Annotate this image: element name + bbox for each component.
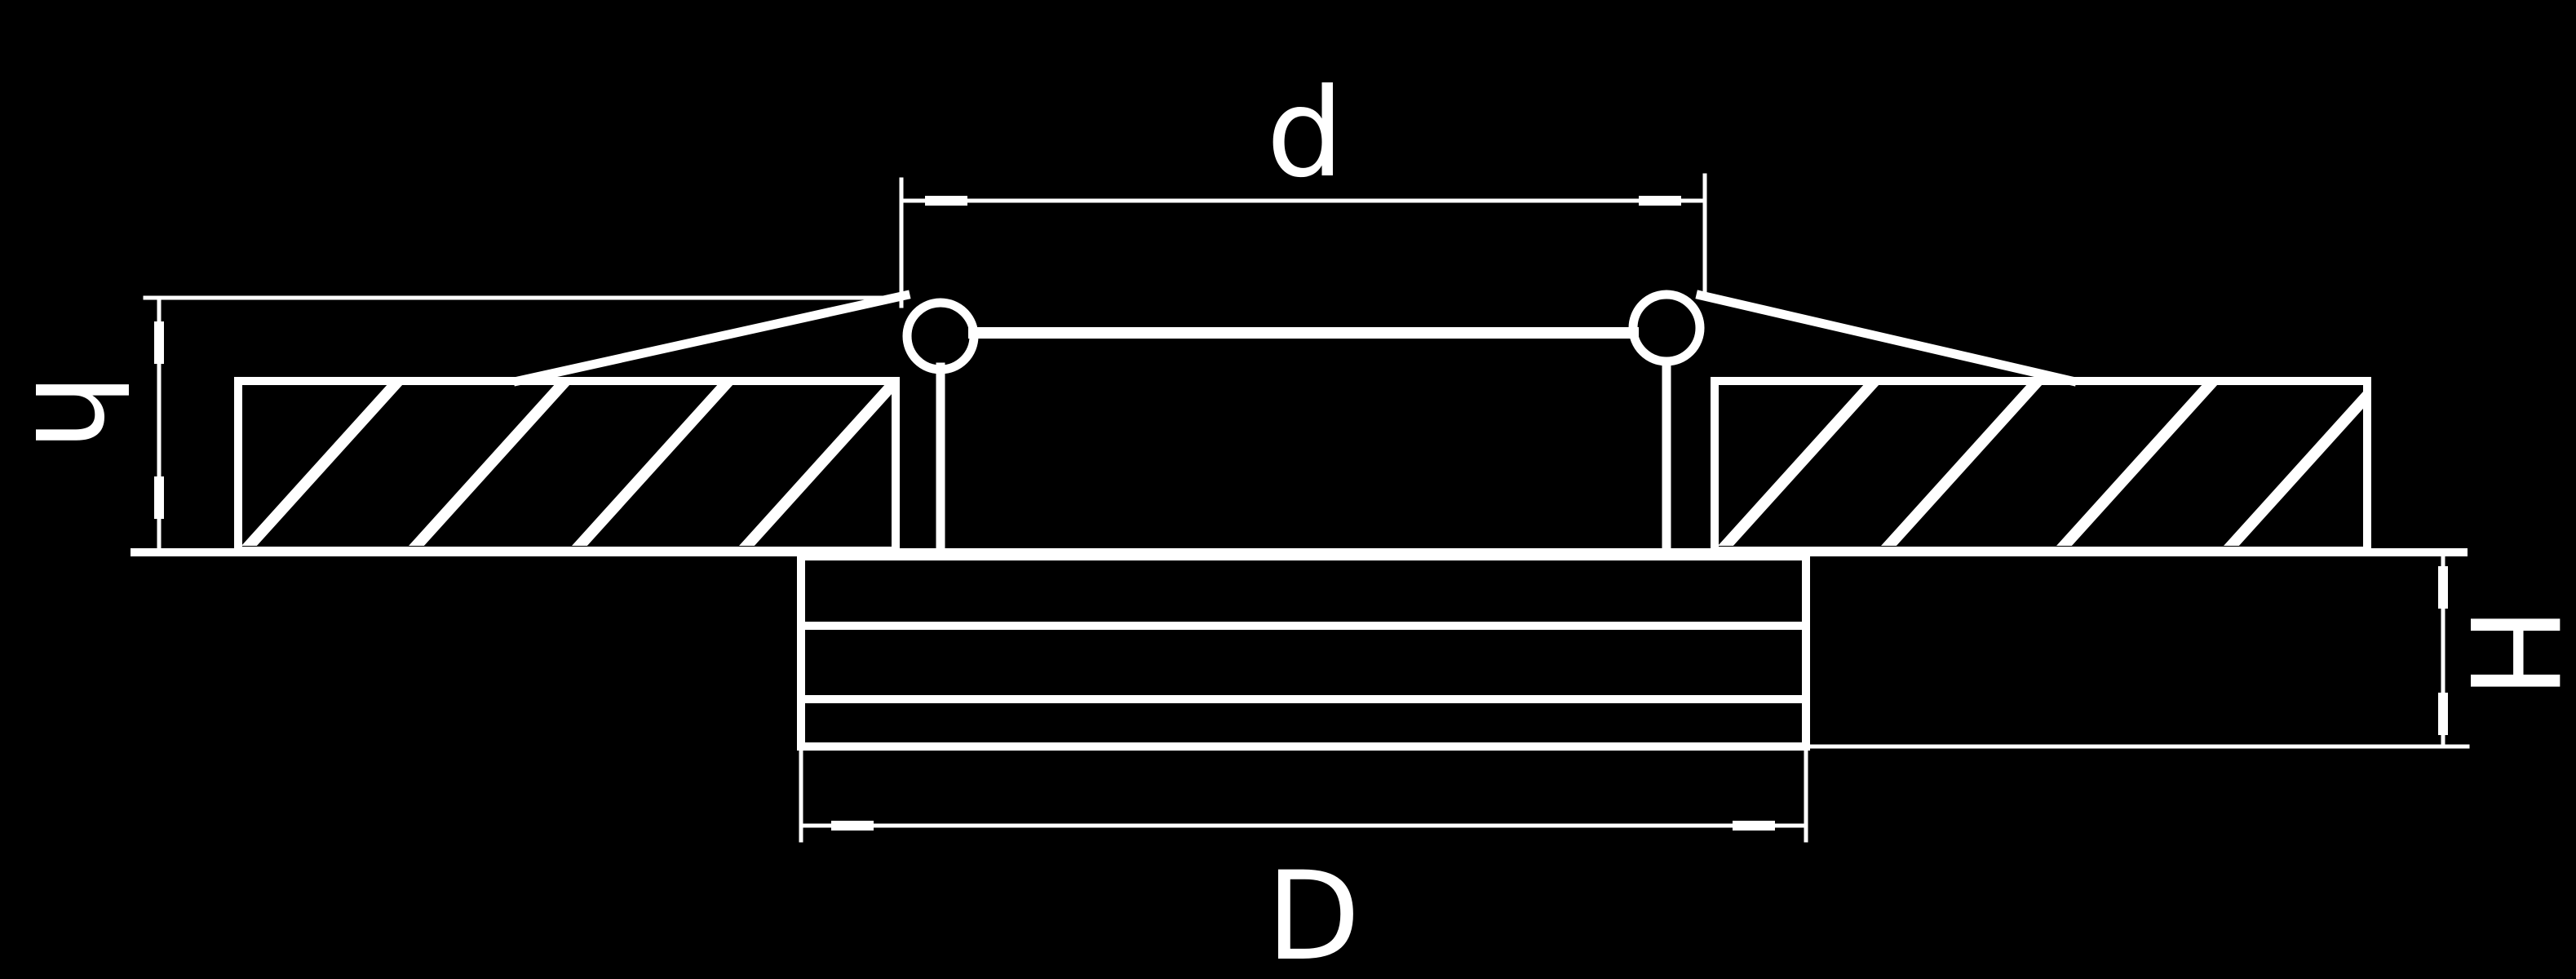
label-D: D	[1266, 846, 1361, 979]
right-ceiling-section	[1711, 377, 2371, 555]
label-H: H	[2441, 607, 2576, 699]
label-h: h	[7, 373, 148, 450]
dimension-d	[899, 173, 1707, 308]
left-spring-clip	[512, 290, 979, 552]
label-d: d	[1266, 63, 1343, 205]
dimension-H	[1804, 554, 2470, 749]
dimension-D	[799, 744, 1808, 843]
dimension-h	[143, 295, 892, 549]
left-ceiling-section	[234, 377, 900, 555]
lamp-housing	[797, 552, 1810, 751]
